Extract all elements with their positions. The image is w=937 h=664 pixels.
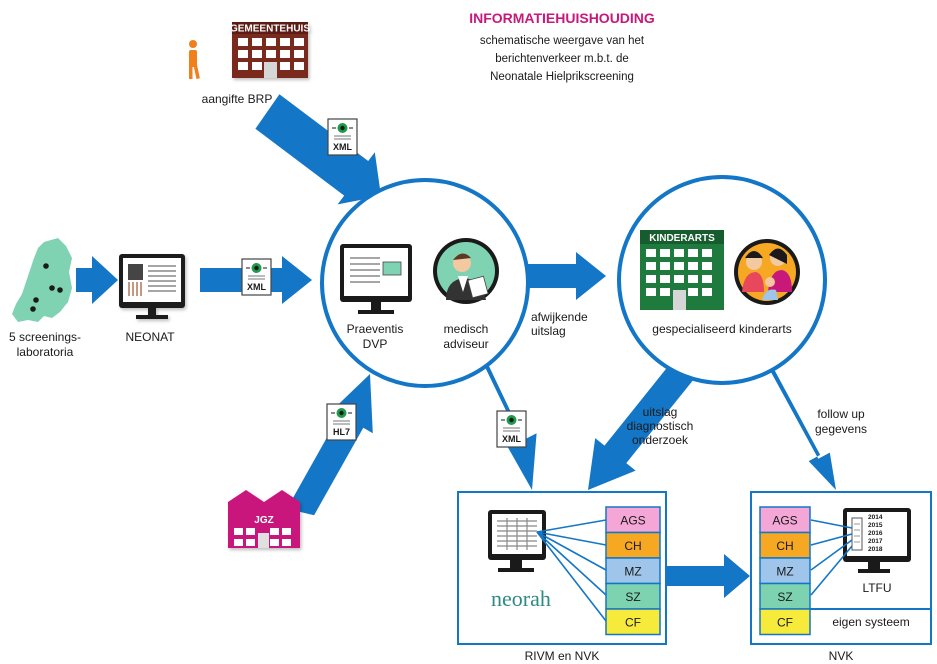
walking-person-icon bbox=[189, 40, 200, 80]
rivm-disease-cell-ags: AGS bbox=[605, 506, 661, 534]
nvk-disease-code: AGS bbox=[772, 513, 797, 527]
globe-envelope-icon bbox=[331, 408, 352, 425]
rivm-disease-cell-sz: SZ bbox=[605, 582, 661, 610]
nvk-disease-cell-cf: CF bbox=[759, 608, 811, 636]
header: INFORMATIEHUISHOUDING schematische weerg… bbox=[469, 10, 655, 83]
xml-message-neonat: XML bbox=[241, 258, 272, 296]
nvk-disease-swatch bbox=[759, 608, 811, 636]
rivm-disease-code: CH bbox=[624, 539, 641, 553]
praeventis-label-line-2: DVP bbox=[363, 337, 388, 351]
xml-message-rivm: XML bbox=[496, 410, 527, 448]
jgz-sign: JGZ bbox=[254, 515, 273, 526]
neonat-computer-icon bbox=[119, 254, 185, 319]
nvk-disease-code: CF bbox=[777, 615, 793, 629]
subtitle-line-2: berichtenverkeer m.b.t. de bbox=[495, 53, 629, 65]
medisch-label-line-1: medisch bbox=[444, 322, 489, 336]
ltfu-label: LTFU bbox=[862, 581, 891, 595]
rivm-disease-code: CF bbox=[625, 615, 641, 629]
kinderarts-label: gespecialiseerd kinderarts bbox=[652, 322, 791, 336]
rivm-disease-swatch bbox=[605, 531, 661, 559]
nvk-disease-cell-ags: AGS bbox=[759, 506, 811, 534]
nvk-disease-cell-sz: SZ bbox=[759, 582, 811, 610]
nvk-disease-cell-ch: CH bbox=[759, 531, 811, 559]
globe-envelope-icon bbox=[246, 263, 267, 280]
diagnostisch-label-line-2: diagnostisch bbox=[627, 419, 694, 433]
labs-label-line-2: laboratoria bbox=[17, 345, 74, 359]
followup-label-line-2: gegevens bbox=[815, 422, 867, 436]
nvk-disease-code: SZ bbox=[777, 590, 792, 604]
jgz-building: JGZ bbox=[228, 490, 300, 548]
afwijkende-label-line-2: uitslag bbox=[531, 324, 566, 338]
praeventis-computer-icon bbox=[340, 244, 412, 314]
rivm-disease-code: AGS bbox=[620, 513, 645, 527]
globe-envelope-icon bbox=[332, 123, 353, 140]
diagnostisch-label-line-1: uitslag bbox=[643, 405, 678, 419]
year-2014: 2014 bbox=[868, 514, 883, 521]
aangifte-brp-label: aangifte BRP bbox=[202, 92, 273, 106]
rivm-disease-cell-ch: CH bbox=[605, 531, 661, 559]
nvk-connection-lines bbox=[810, 519, 853, 596]
nvk-disease-code: MZ bbox=[776, 564, 793, 578]
xml-label: XML bbox=[502, 434, 522, 444]
diagnostisch-label-line-3: onderzoek bbox=[632, 433, 689, 447]
rivm-label: RIVM en NVK bbox=[525, 649, 600, 663]
year-2018: 2018 bbox=[868, 546, 883, 553]
medisch-label-line-2: adviseur bbox=[443, 337, 488, 351]
nvk-disease-swatch bbox=[759, 506, 811, 534]
ltfu-computer-icon: 2014 2015 2016 2017 2018 bbox=[843, 508, 911, 573]
nvk-disease-code: CH bbox=[776, 539, 793, 553]
arrow-jgz-to-dvp bbox=[286, 374, 373, 516]
arrow-dvp-to-rivm bbox=[483, 361, 537, 490]
rivm-disease-stack: AGS CH MZ SZ CF bbox=[605, 506, 661, 636]
rivm-disease-code: MZ bbox=[624, 564, 641, 578]
nvk-label: NVK bbox=[829, 649, 854, 663]
arrow-dvp-to-kinderarts bbox=[520, 252, 606, 300]
arrow-rivm-to-nvk bbox=[667, 554, 750, 598]
nvk-disease-swatch bbox=[759, 531, 811, 559]
subtitle-line-1: schematische weergave van het bbox=[480, 35, 645, 47]
globe-envelope-icon bbox=[501, 415, 522, 432]
arrow-labs-to-neonat bbox=[76, 256, 118, 304]
neonat-label: NEONAT bbox=[125, 330, 175, 344]
neorah-logo: neorah bbox=[491, 586, 551, 611]
xml-message-gemeente: XML bbox=[327, 118, 358, 156]
rivm-computer-icon bbox=[488, 510, 546, 572]
afwijkende-label-line-1: afwijkende bbox=[531, 310, 588, 324]
arrow-gemeente-to-dvp bbox=[255, 94, 381, 205]
rivm-disease-code: SZ bbox=[625, 590, 640, 604]
year-2015: 2015 bbox=[868, 522, 883, 529]
rivm-disease-cell-mz: MZ bbox=[605, 557, 661, 585]
arrow-kinderarts-to-rivm bbox=[588, 356, 699, 490]
gemeentehuis-building: GEMEENTEHUIS bbox=[230, 22, 310, 78]
gemeentehuis-sign: GEMEENTEHUIS bbox=[230, 24, 310, 35]
rivm-connection-lines bbox=[536, 519, 607, 622]
year-2016: 2016 bbox=[868, 530, 883, 537]
rivm-disease-cell-cf: CF bbox=[605, 608, 661, 636]
arrow-kinderarts-to-nvk bbox=[769, 365, 836, 490]
diagram-title: INFORMATIEHUISHOUDING bbox=[469, 10, 655, 26]
xml-label: XML bbox=[333, 142, 353, 152]
xml-label: XML bbox=[247, 282, 267, 292]
praeventis-hub: Praeventis DVP medisch adviseur bbox=[320, 178, 530, 388]
nvk-disease-cell-mz: MZ bbox=[759, 557, 811, 585]
subtitle-line-3: Neonatale Hielprikscreening bbox=[490, 71, 634, 83]
kinderarts-hub: KINDERARTS gespecialiseerd kinderarts bbox=[617, 175, 827, 385]
praeventis-label-line-1: Praeventis bbox=[347, 322, 404, 336]
followup-label-line-1: follow up bbox=[817, 407, 865, 421]
hl7-message-jgz: HL7 bbox=[326, 403, 357, 441]
nvk-disease-swatch bbox=[759, 582, 811, 610]
hl7-label: HL7 bbox=[333, 427, 350, 437]
year-2017: 2017 bbox=[868, 538, 883, 545]
rivm-disease-swatch bbox=[605, 608, 661, 636]
kinderarts-building: KINDERARTS bbox=[640, 230, 724, 310]
eigen-systeem-label: eigen systeem bbox=[832, 615, 909, 629]
medical-advisor-icon bbox=[433, 238, 499, 304]
kinderarts-sign: KINDERARTS bbox=[649, 233, 715, 244]
netherlands-map-icon bbox=[12, 238, 72, 322]
family-icon bbox=[734, 239, 800, 305]
labs-label-line-1: 5 screenings- bbox=[9, 330, 81, 344]
nvk-disease-stack: AGS CH MZ SZ CF bbox=[759, 506, 811, 636]
